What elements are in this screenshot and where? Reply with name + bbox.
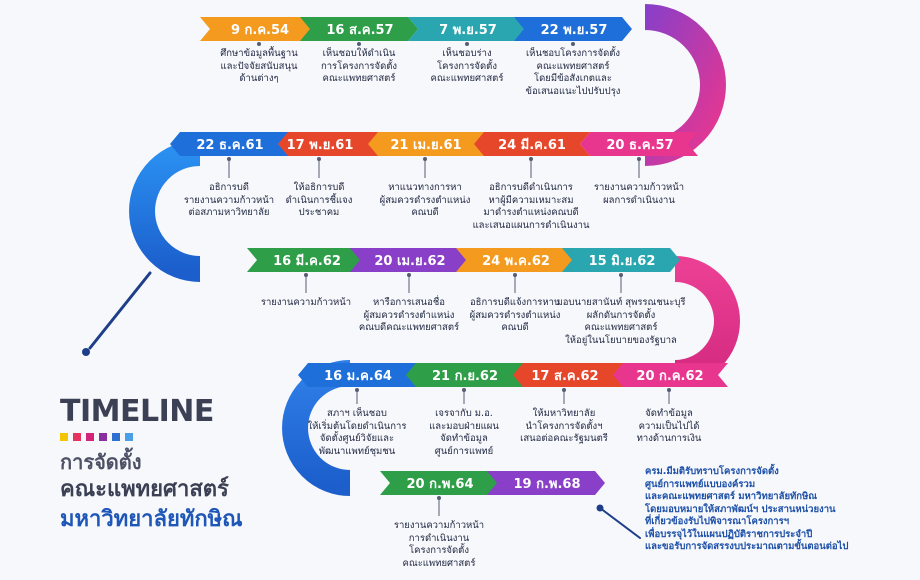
deco-dot-left: [82, 348, 90, 356]
event-date-13: 15 มิ.ย.62: [588, 253, 656, 269]
event-arrow-17: [298, 363, 416, 387]
event-arrow-3: [408, 17, 526, 41]
color-square-3: [86, 433, 94, 441]
event-dot-6: [529, 157, 533, 161]
event-desc-7: หาแนวทางการหา ผู้สมควรดำรงตำแหน่ง คณบดี: [379, 182, 471, 218]
event-date-5: 20 ธ.ค.57: [606, 137, 674, 153]
event-arrow-2: [300, 17, 418, 41]
event-date-12: 24 พ.ค.62: [482, 253, 550, 269]
event-date-14: 20 ก.ค.62: [636, 368, 704, 384]
event-dot-10: [304, 273, 308, 277]
event-date-3: 7 พ.ย.57: [439, 22, 497, 38]
deco-line-left: [88, 271, 152, 350]
event-arrow-9: [170, 132, 288, 156]
event-arrow-12: [456, 248, 574, 272]
event-dot-8: [317, 157, 321, 161]
event-arrow-13: [562, 248, 680, 272]
event-dot-5: [637, 157, 641, 161]
event-desc-16: เจรจากับ ม.อ. และมอบฝ่ายแผน จัดทำข้อมูล …: [429, 408, 499, 457]
note-connector-line: [599, 507, 641, 539]
event-desc-10: รายงานความก้าวหน้า: [260, 297, 352, 308]
event-desc-9: อธิการบดี รายงานความก้าวหน้า ต่อสภามหาวิ…: [183, 182, 275, 218]
event-date-10: 16 มี.ค.62: [273, 253, 341, 269]
event-date-17: 16 ม.ค.64: [324, 368, 392, 384]
event-desc-14: จัดทำข้อมูล ความเป็นไปได้ ทางด้านการเงิน: [636, 408, 702, 444]
event-arrow-14: [610, 363, 728, 387]
event-arrow-15: [505, 363, 623, 387]
event-date-19: 19 ก.พ.68: [513, 476, 581, 492]
event-desc-13: มอบนายสานันท์ สุพรรณชนะบุรี ผลักดันการจั…: [556, 297, 686, 346]
color-square-4: [99, 433, 107, 441]
event-arrow-8: [260, 132, 378, 156]
title-line-3: มหาวิทยาลัยทักษิณ: [60, 507, 243, 532]
color-square-6: [125, 433, 133, 441]
event-arrow-6: [472, 132, 590, 156]
event-dot-14: [667, 388, 671, 392]
event-dot-17: [355, 388, 359, 392]
color-squares: [60, 433, 300, 441]
event-date-8: 17 พ.ย.61: [286, 137, 354, 153]
event-desc-18: รายงานความก้าวหน้า การดำเนินงาน โครงการจ…: [393, 520, 485, 569]
event-desc-3: เห็นชอบร่าง โครงการจัดตั้ง คณะแพทยศาสตร์: [430, 48, 504, 84]
event-dot-4: [571, 42, 575, 46]
event-date-4: 22 พ.ย.57: [540, 22, 608, 38]
event-desc-11: หารือการเสนอชื่อ ผู้สมควรดำรงตำแหน่ง คณบ…: [358, 297, 460, 333]
event-date-1: 9 ก.ค.54: [230, 22, 290, 38]
event-desc-12: อธิการบดีแจ้งการหาบ ผู้สมควรดำรงตำแหน่ง …: [469, 297, 561, 333]
title-block: TIMELINE การจัดตั้ง คณะแพทยศาสตร์ มหาวิท…: [60, 395, 300, 535]
event-arrow-5: [580, 132, 698, 156]
event-arrow-1: [200, 17, 318, 41]
event-desc-17: สภาฯ เห็นชอบ ให้เริ่มต้นโดยดำเนินการ จัด…: [307, 408, 407, 457]
event-desc-2: เห็นชอบให้ดำเนิน การโครงการจัดตั้ง คณะแพ…: [320, 48, 398, 84]
event-dot-18: [437, 496, 441, 500]
event-arrow-7: [366, 132, 484, 156]
event-date-11: 20 เม.ย.62: [374, 253, 446, 269]
event-desc-6: อธิการบดีดำเนินการ หาผู้มีความเหมาะสม มา…: [472, 182, 590, 231]
event-arrow-4: [514, 17, 632, 41]
color-square-1: [60, 433, 68, 441]
event-dot-1: [257, 42, 261, 46]
event-dot-9: [227, 157, 231, 161]
event-dot-12: [513, 273, 517, 277]
note-connector-dot: [596, 504, 604, 512]
color-square-5: [112, 433, 120, 441]
turn-left-1: [129, 140, 201, 282]
event-date-2: 16 ส.ค.57: [326, 22, 394, 38]
event-desc-15: ให้มหาวิทยาลัย นำโครงการจัดตั้งฯ เสนอต่อ…: [520, 408, 608, 444]
event-arrow-11: [350, 248, 468, 272]
event-dot-3: [465, 42, 469, 46]
event-date-15: 17 ส.ค.62: [531, 368, 599, 384]
event-dot-16: [462, 388, 466, 392]
event-desc-5: รายงานความก้าวหน้า ผลการดำเนินงาน: [593, 182, 685, 206]
event-arrow-10: [247, 248, 365, 272]
color-square-2: [73, 433, 81, 441]
event-date-16: 21 ก.ย.62: [431, 368, 499, 384]
event-arrow-18: [380, 471, 498, 495]
event-arrow-16: [405, 363, 523, 387]
event-date-9: 22 ธ.ค.61: [196, 137, 264, 153]
event-dot-15: [562, 388, 566, 392]
event-dot-13: [619, 273, 623, 277]
event-desc-4: เห็นชอบโครงการจัดตั้ง คณะแพทยศาสตร์ โดยม…: [525, 48, 621, 97]
event-date-6: 24 มี.ค.61: [498, 137, 566, 153]
event-dot-2: [357, 42, 361, 46]
event-dot-11: [407, 273, 411, 277]
event-date-18: 20 ก.พ.64: [406, 476, 474, 492]
title-line-2: คณะแพทยศาสตร์: [60, 477, 229, 502]
final-note: ครม.มีมติรับทราบโครงการจัดตั้ง ศูนย์การแ…: [645, 466, 849, 552]
timeline-heading: TIMELINE: [60, 394, 214, 429]
event-arrow-19: [487, 471, 605, 495]
event-desc-8: ให้อธิการบดี ดำเนินการชี้แจง ประชาคม: [285, 182, 353, 218]
event-date-7: 21 เม.ย.61: [390, 137, 462, 153]
event-desc-1: ศึกษาข้อมูลพื้นฐาน และปัจจัยสนับสนุน ด้า…: [220, 48, 298, 84]
event-dot-7: [423, 157, 427, 161]
title-line-1: การจัดตั้ง: [60, 450, 142, 474]
